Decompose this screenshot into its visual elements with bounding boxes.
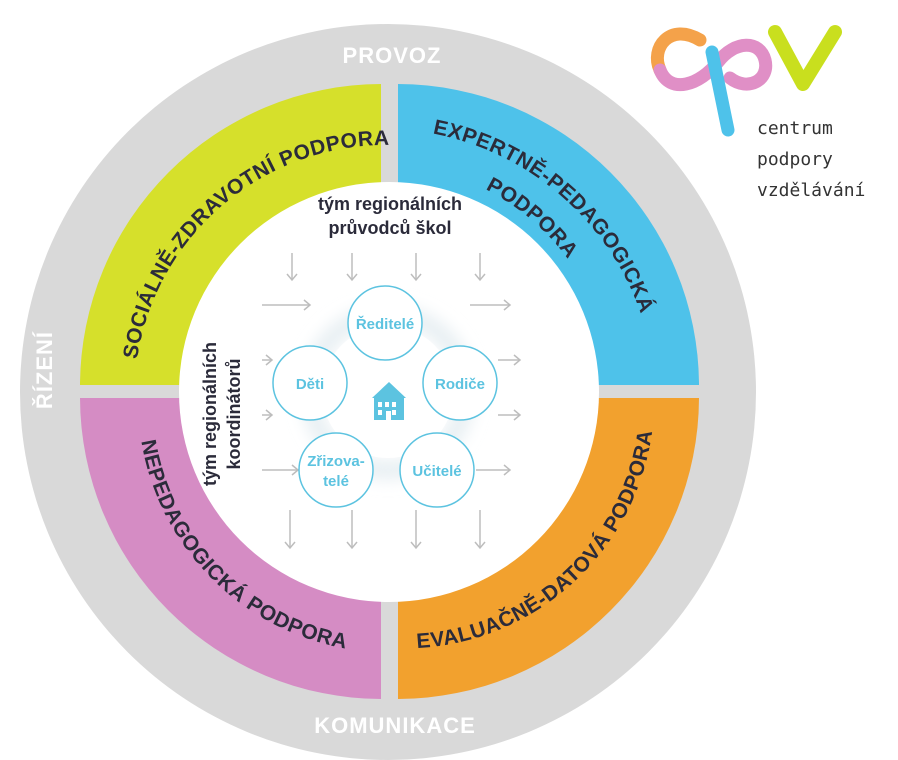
arrow-right: [476, 464, 512, 476]
arrow-right: [262, 299, 312, 311]
logo-text-line1: centrum: [757, 118, 833, 139]
arrow-down: [410, 253, 422, 282]
node-label-rodice: Rodiče: [435, 376, 485, 393]
arrow-right: [262, 464, 300, 476]
ring-label-komunikace: KOMUNIKACE: [314, 713, 476, 738]
inner-top-line1: tým regionálních: [318, 194, 462, 214]
node-ucitele: Učitelé: [399, 432, 475, 508]
arrow-right: [262, 354, 274, 366]
inner-left-line2: koordinátorů: [224, 359, 244, 470]
arrow-down: [474, 253, 486, 282]
ring-label-rizeni: ŘÍZENÍ: [32, 331, 57, 409]
node-label-reditele: Ředitelé: [356, 315, 414, 333]
arrow-down: [410, 510, 422, 550]
inner-left-line1: tým regionálních: [200, 342, 220, 486]
node-label-ucitele: Učitelé: [412, 463, 461, 480]
node-reditele: Ředitelé: [347, 285, 423, 361]
arrow-down: [286, 253, 298, 282]
arrow-right: [498, 409, 522, 421]
cpv-logo: centrum podpory vzdělávání: [650, 25, 865, 201]
ring-label-provoz: PROVOZ: [343, 43, 442, 68]
arrow-down: [346, 510, 358, 550]
arrow-right: [470, 299, 512, 311]
node-zrizovatele: Zřizova- telé: [298, 432, 374, 508]
school-building-icon: [372, 382, 406, 420]
node-deti: Děti: [272, 345, 348, 421]
logo-p-blue: [705, 45, 735, 137]
inner-top-line2: průvodců škol: [328, 218, 451, 238]
logo-text-line3: vzdělávání: [757, 180, 865, 201]
arrow-down: [284, 510, 296, 550]
logo-text-line2: podpory: [757, 149, 833, 170]
logo-v-green: [768, 25, 842, 91]
logo-pink-loop: [653, 38, 773, 92]
arrow-right: [498, 354, 522, 366]
node-label-zrizovatele-2: telé: [323, 473, 349, 490]
arrow-down: [474, 510, 486, 550]
ring-label-finance: FINANCE: [763, 310, 788, 415]
node-rodice: Rodiče: [422, 345, 498, 421]
node-label-deti: Děti: [296, 376, 324, 393]
node-label-zrizovatele-1: Zřizova-: [307, 453, 365, 470]
arrow-right: [262, 409, 274, 421]
arrow-down: [346, 253, 358, 282]
arrow-grid: [262, 253, 522, 550]
logo-c-orange: [650, 27, 707, 77]
